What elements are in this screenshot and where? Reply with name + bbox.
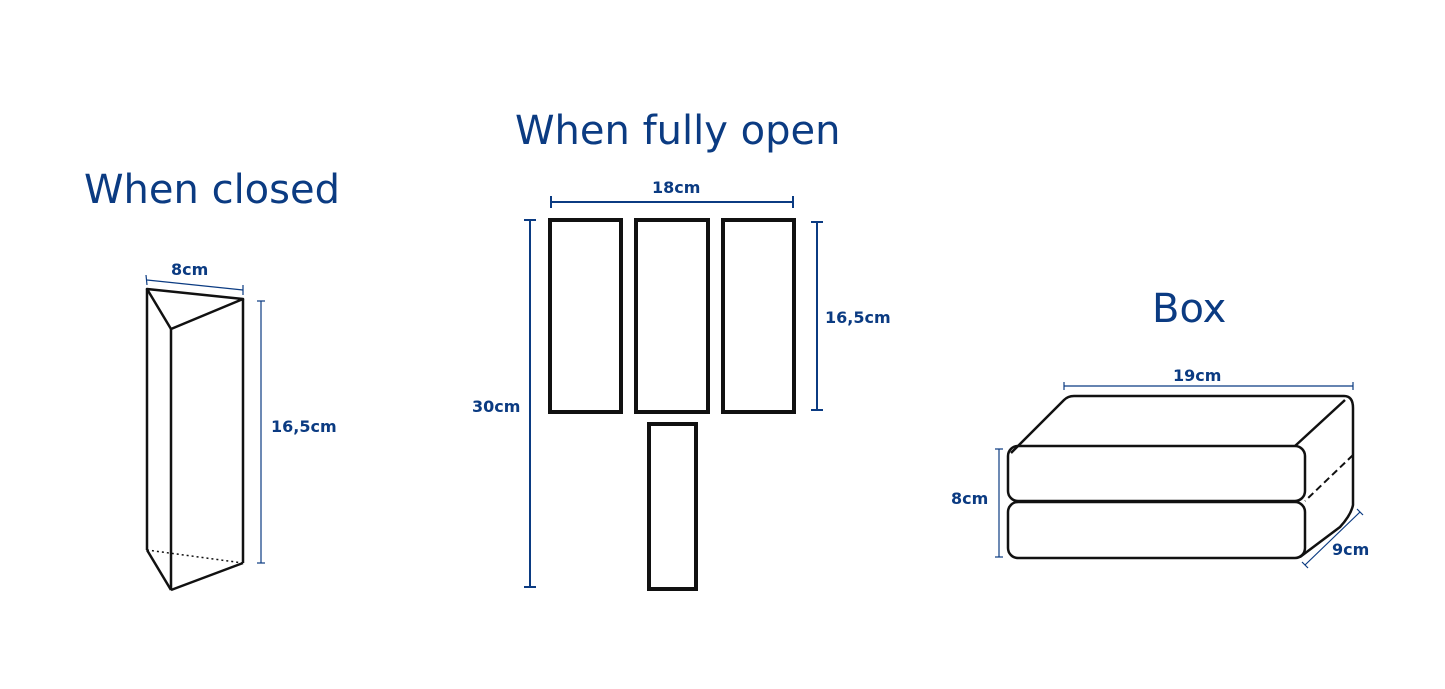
closed-section: When closed 8cm 16,5cm	[84, 167, 340, 592]
closed-width-dimension: 8cm	[145, 260, 244, 295]
box-depth-label: 9cm	[1332, 540, 1369, 559]
unfolded-panels	[548, 218, 796, 591]
closed-width-label: 8cm	[171, 260, 208, 279]
box-section: Box 19cm 8cm	[951, 286, 1369, 569]
triangular-prism	[145, 287, 245, 592]
prism-bottom-right-edge	[170, 561, 244, 592]
closed-title: When closed	[84, 167, 340, 213]
box-top-face	[1010, 394, 1355, 455]
box-height-label: 8cm	[951, 489, 988, 508]
panel-bottom-flap	[647, 422, 698, 591]
open-width-label: 18cm	[652, 178, 700, 197]
open-section: When fully open 18cm 30cm 16,5cm	[472, 108, 891, 591]
box-length-dimension: 19cm	[1063, 366, 1354, 390]
box-depth-dimension: 9cm	[1301, 508, 1369, 569]
box-title: Box	[1152, 286, 1226, 332]
closed-height-label: 16,5cm	[271, 417, 337, 436]
box-depth-line	[1304, 511, 1361, 566]
panel-left	[548, 218, 623, 414]
closed-height-dimension: 16,5cm	[257, 300, 337, 564]
box-length-label: 19cm	[1173, 366, 1221, 385]
box-height-dimension: 8cm	[951, 448, 1003, 558]
open-total-height-dimension: 30cm	[472, 219, 536, 588]
prism-top-face	[145, 287, 245, 331]
folded-box-drawing	[1006, 394, 1355, 560]
box-upper-layer	[1006, 444, 1307, 503]
closed-width-line	[146, 279, 244, 291]
prism-hidden-edge	[146, 549, 244, 564]
prism-bottom-left-edge	[145, 549, 173, 591]
box-lower-layer	[1006, 500, 1307, 560]
open-panel-height-label: 16,5cm	[825, 308, 891, 327]
open-title: When fully open	[515, 108, 840, 154]
open-width-dimension: 18cm	[550, 178, 794, 208]
box-side-face	[1299, 455, 1355, 558]
panel-right	[721, 218, 796, 414]
panel-middle	[634, 218, 710, 414]
open-total-height-label: 30cm	[472, 397, 520, 416]
open-panel-height-dimension: 16,5cm	[811, 221, 891, 411]
